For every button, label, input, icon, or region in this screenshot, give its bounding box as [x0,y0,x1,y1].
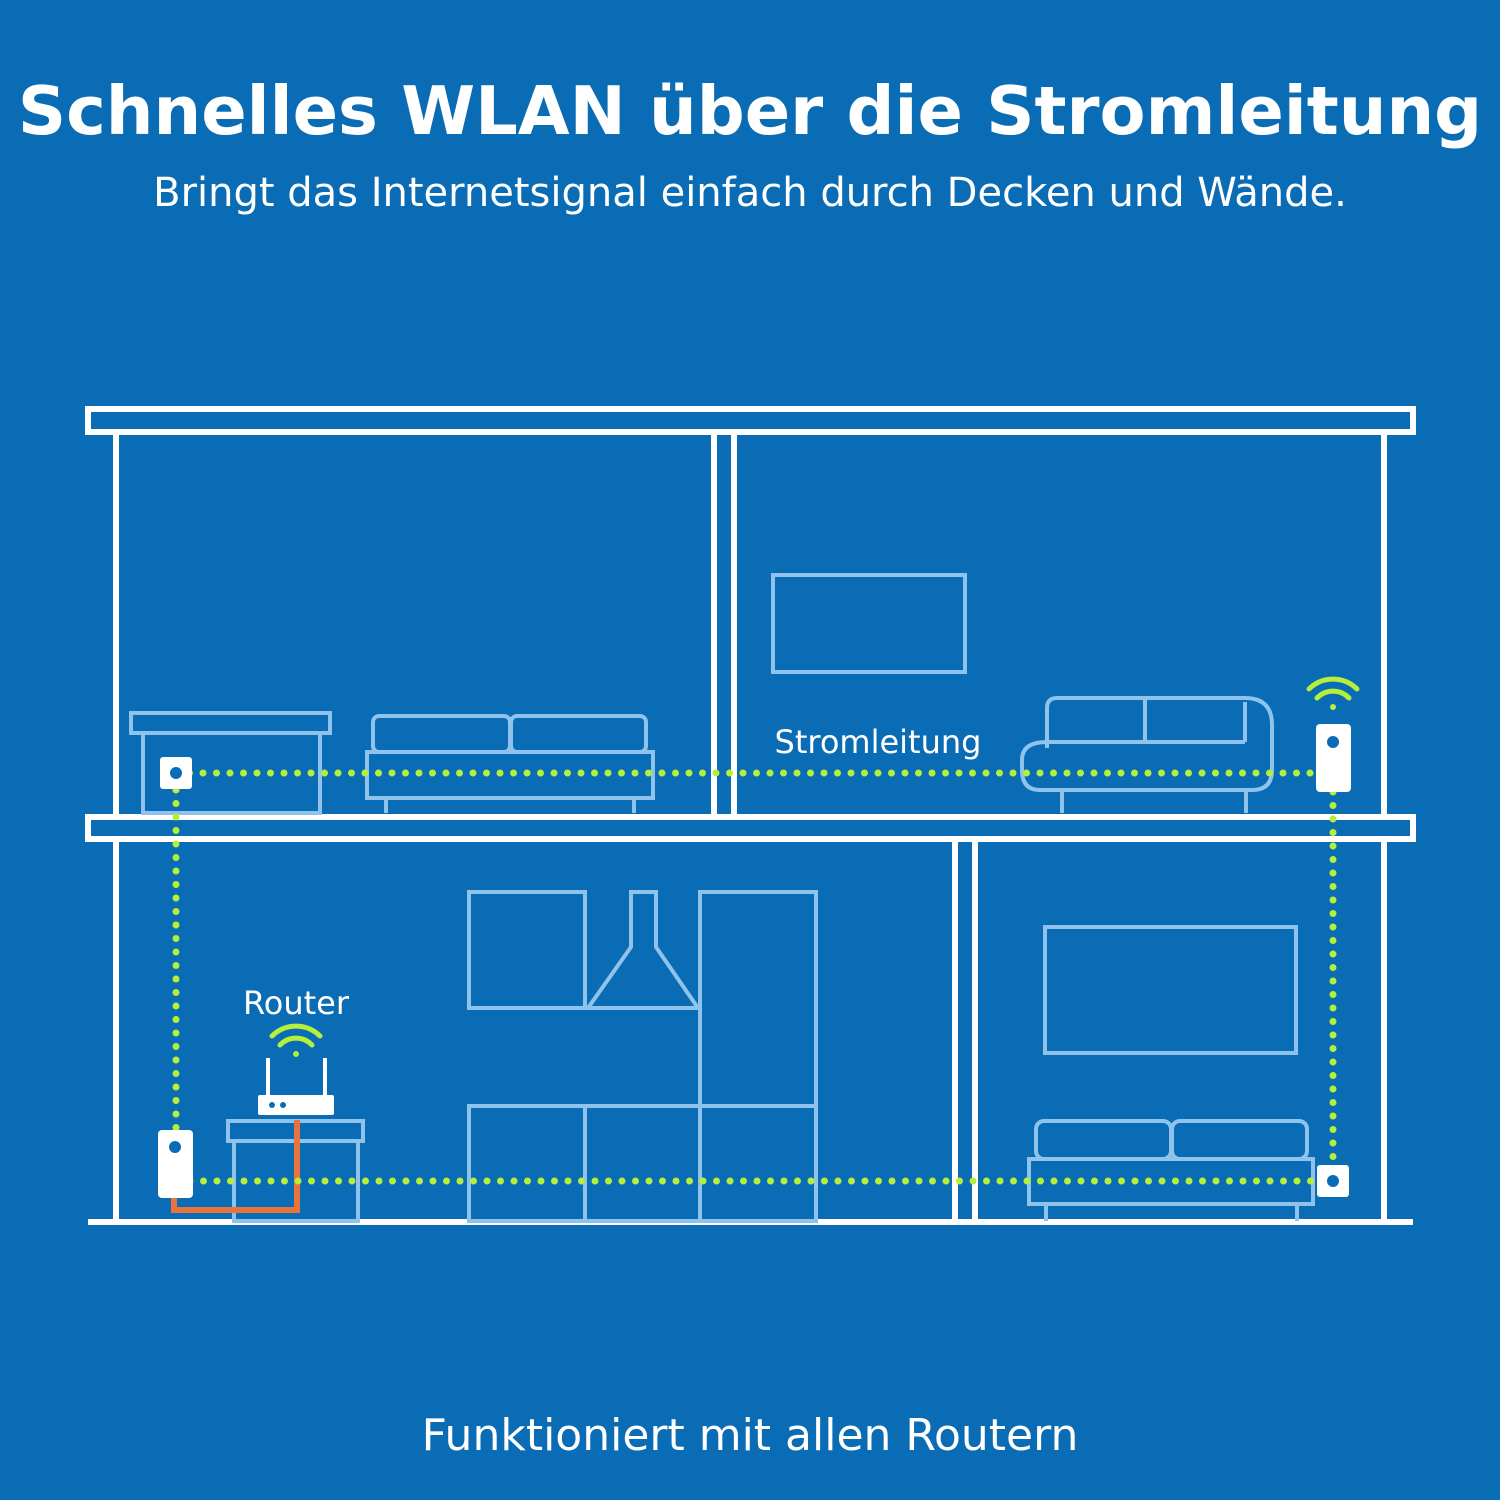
wifi-powerline-adapter-icon [1316,724,1351,792]
powerline-adapter-icon [1317,1165,1349,1197]
sofa-icon [1020,696,1274,813]
footer-tagline: Funktioniert mit allen Routern [421,1410,1079,1461]
lower-partition-wall [952,836,978,1225]
powerline-label: Stromleitung [775,723,982,761]
furniture [129,573,1315,1223]
tv-icon [1043,925,1298,1055]
subheadline: Bringt das Internetsignal einfach durch … [153,170,1347,216]
powerline-signal-path [172,769,1337,1185]
floor-slab [85,814,1416,842]
wall-picture [771,573,967,674]
powerline-adapter-icon [160,757,192,789]
kitchen-icon [467,890,818,1223]
roof-slab [85,406,1416,435]
lower-sofa [1027,1119,1315,1221]
bed [365,714,655,813]
upper-partition-wall [711,429,737,820]
powerline-adapter-icon [158,1130,193,1198]
router-label: Router [243,984,350,1022]
wifi-icon [269,1023,323,1057]
headline: Schnelles WLAN über die Stromleitung [17,72,1483,150]
ethernet-cable [171,1120,300,1213]
nightstand [129,711,332,815]
router-icon [258,1058,334,1115]
wifi-icon [1306,676,1360,710]
